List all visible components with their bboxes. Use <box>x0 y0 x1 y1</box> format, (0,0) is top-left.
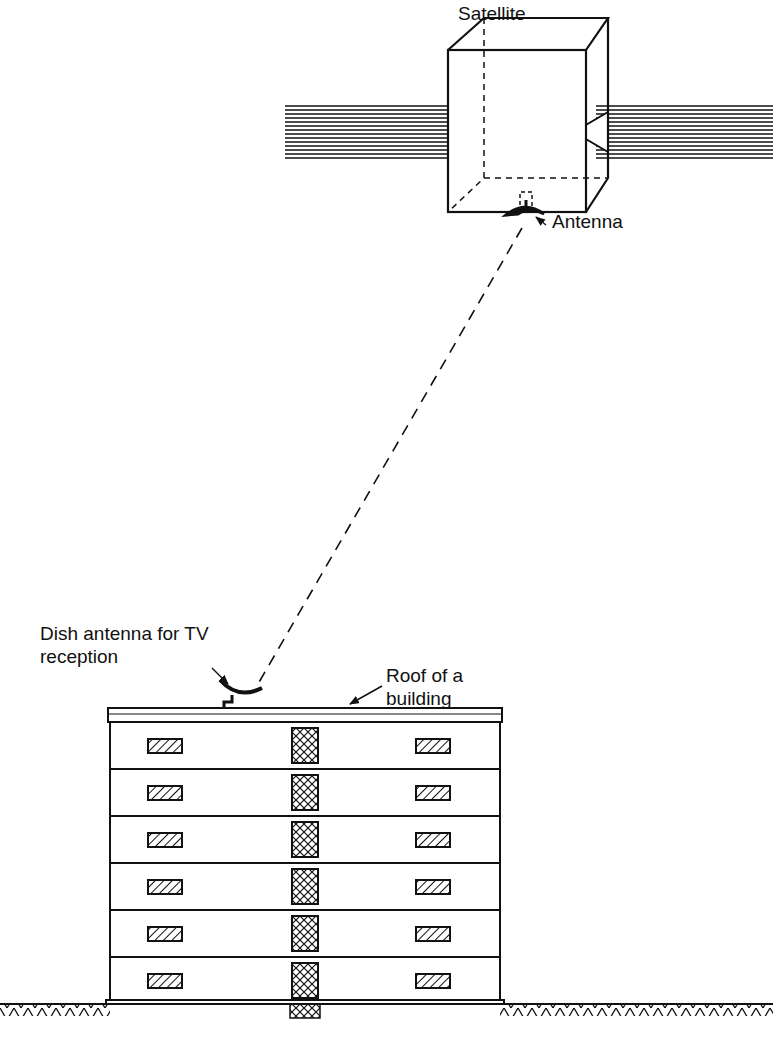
window <box>148 786 182 800</box>
solar-panel-line <box>285 105 460 107</box>
solar-panel-line <box>596 157 773 159</box>
solar-panel-line <box>596 121 773 123</box>
roof-label: Roof of a building <box>386 664 501 710</box>
window <box>416 927 450 941</box>
solar-panel-line <box>285 109 460 111</box>
solar-panel-line <box>285 117 460 119</box>
window <box>416 833 450 847</box>
window <box>148 927 182 941</box>
building-floor <box>110 863 500 910</box>
window <box>416 786 450 800</box>
window <box>416 880 450 894</box>
stairwell <box>292 775 318 810</box>
building-floor <box>110 910 500 957</box>
window <box>416 974 450 988</box>
solar-panel-line <box>285 129 460 131</box>
satellite-label: Satellite <box>458 2 578 25</box>
solar-panel-line <box>596 105 773 107</box>
solar-panel-line <box>596 141 773 143</box>
building-floor <box>110 816 500 863</box>
solar-panel-line <box>285 133 460 135</box>
antenna-label: Antenna <box>552 210 652 233</box>
solar-panel-line <box>596 113 773 115</box>
solar-panel-line <box>285 149 460 151</box>
window <box>416 739 450 753</box>
solar-panel-line <box>596 117 773 119</box>
solar-panel-line <box>596 129 773 131</box>
solar-panel-line <box>285 121 460 123</box>
window <box>148 739 182 753</box>
solar-panel-line <box>285 145 460 147</box>
stairwell <box>292 822 318 857</box>
window <box>148 974 182 988</box>
building-floor <box>110 957 500 1004</box>
solar-panel-line <box>285 113 460 115</box>
building-floor <box>110 769 500 816</box>
building-floor <box>110 722 500 769</box>
solar-panel-line <box>285 141 460 143</box>
solar-panel-line <box>596 125 773 127</box>
window <box>148 833 182 847</box>
solar-panel-line <box>596 149 773 151</box>
solar-panel-line <box>285 157 460 159</box>
solar-panel-line <box>596 133 773 135</box>
solar-panel-line <box>285 125 460 127</box>
solar-panel-line <box>596 153 773 155</box>
stairwell <box>292 869 318 904</box>
stairwell <box>292 728 318 763</box>
dish-label: Dish antenna for TV reception <box>40 622 210 668</box>
solar-panel-line <box>285 137 460 139</box>
window <box>148 880 182 894</box>
solar-panel-line <box>596 145 773 147</box>
solar-panel-line <box>285 153 460 155</box>
stairwell <box>292 963 318 998</box>
solar-panel-line <box>596 137 773 139</box>
stairwell <box>292 916 318 951</box>
solar-panel-line <box>596 109 773 111</box>
